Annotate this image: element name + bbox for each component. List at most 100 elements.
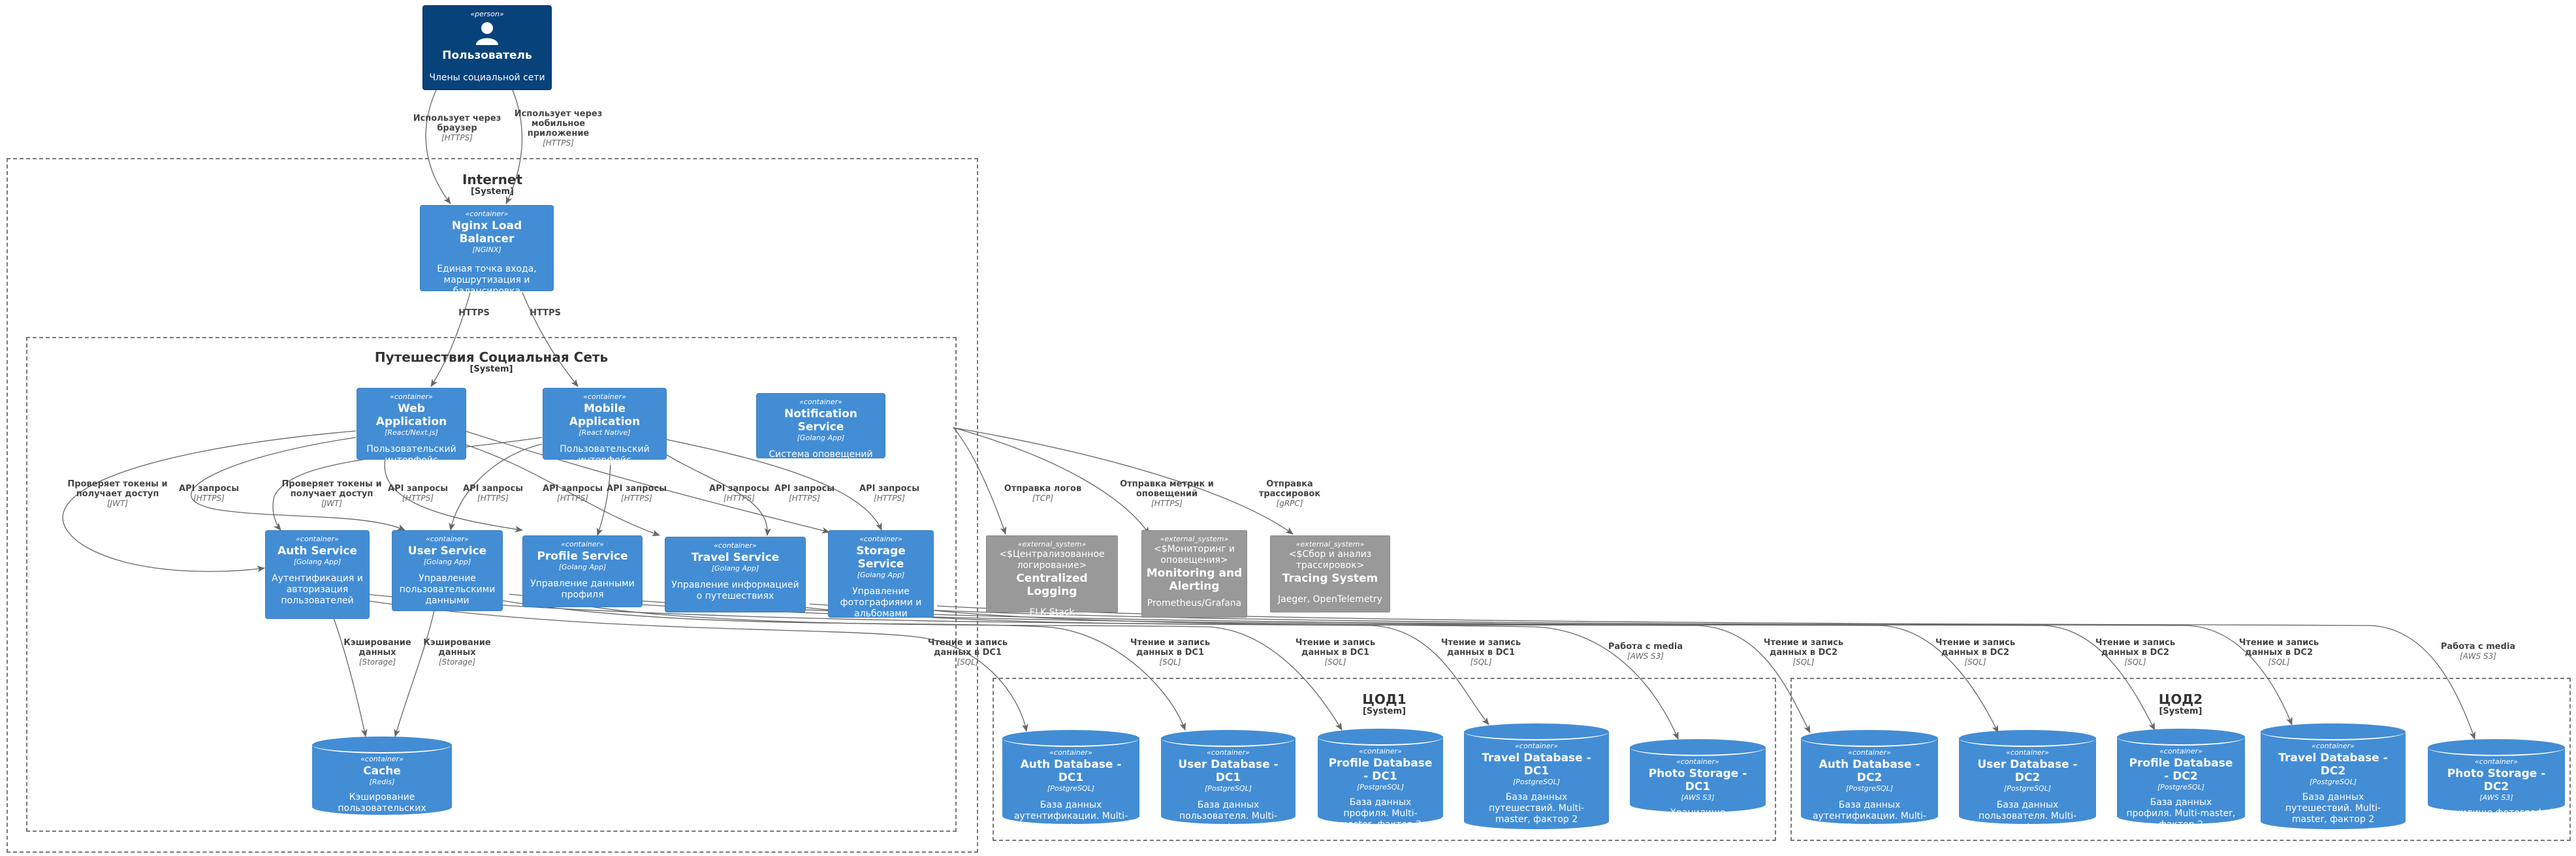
relation-label-text: данных: [358, 648, 396, 658]
database-auth-dc2[interactable]: «container»Auth Database - DC2[PostgreSQ…: [1801, 730, 1938, 832]
container-auth-service[interactable]: «container» Auth Service [Golang App] Ау…: [265, 530, 370, 619]
database-auth-dc1[interactable]: «container»Auth Database - DC1[PostgreSQ…: [1002, 730, 1139, 832]
mobile-stereotype: «container»: [583, 392, 626, 401]
relation-label-text: Использует через: [413, 114, 501, 123]
user-dc1-stereotype: «container»: [1207, 748, 1250, 757]
relation-label-text: Чтение и запись: [2095, 638, 2175, 648]
relation-label-text: Работа с media: [2441, 642, 2515, 652]
database-profile-dc1[interactable]: «container»Profile Database - DC1[Postgr…: [1318, 729, 1443, 830]
container-user-service[interactable]: «container» User Service [Golang App] Уп…: [392, 530, 503, 611]
relation-technology: [HTTPS]: [441, 133, 473, 142]
container-nginx[interactable]: «container» Nginx Load Balancer [NGINX] …: [420, 205, 554, 296]
travel-name: Travel Service: [691, 551, 780, 564]
edge-nginx-to-web: [430, 292, 471, 387]
monitoring-name: Monitoring and Alerting: [1146, 567, 1243, 593]
relation-label-r-web-profile: API запросы[HTTPS]: [388, 484, 448, 503]
nginx-name: Nginx Load Balancer: [451, 219, 522, 246]
relation-technology: [SQL]: [1324, 658, 1346, 667]
auth-description: Аутентификация и авторизация пользовател…: [272, 573, 363, 606]
edge-nginx-to-mobile: [522, 292, 579, 387]
relation-label-r-photo2: Работа с media[AWS S3]: [2441, 642, 2515, 661]
person-description: Члены социальной сети: [429, 72, 545, 83]
container-profile-service[interactable]: «container» Profile Service [Golang App]…: [522, 535, 643, 607]
relation-label-text: трассировок: [1259, 489, 1321, 499]
boundary-travel-subtitle: [System]: [469, 364, 513, 374]
relation-label-text: Чтение и запись: [1296, 638, 1375, 648]
relation-label-r-web-storage: API запросы[HTTPS]: [709, 484, 769, 503]
container-storage-service[interactable]: «container» Storage Service [Golang App]…: [828, 530, 934, 619]
mobile-name: Mobile Application: [569, 402, 641, 428]
travel-dc2-name: Travel Database - DC2: [2278, 752, 2388, 778]
relation-label-text: приложение: [528, 129, 590, 138]
database-cache[interactable]: «container» Cache [Redis] Кэширование по…: [312, 737, 452, 825]
external-monitoring-alerting[interactable]: «external_system» <$Мониторинг и оповеще…: [1141, 530, 1247, 618]
user-dc1-description: База данных пользователя. Multi-master, …: [1179, 800, 1278, 832]
container-mobile-application[interactable]: «container» Mobile Application [React Na…: [543, 388, 667, 466]
relation-technology: [HTTPS]: [874, 494, 905, 503]
edge-auth-to-db1: [366, 600, 1028, 732]
tracing-name: Tracing System: [1282, 572, 1378, 585]
relation-label-text: оповещений: [1136, 489, 1198, 499]
profile-dc1-technology: [PostgreSQL]: [1356, 783, 1405, 791]
person-user[interactable]: «person» Пользователь Члены социальной с…: [422, 5, 552, 90]
edge-profile-to-db1: [574, 603, 1343, 731]
web-stereotype: «container»: [390, 392, 433, 401]
edge-to-monitoring: [953, 427, 1150, 535]
external-centralized-logging[interactable]: «external_system» <$Централизованное лог…: [986, 535, 1118, 618]
database-user-dc2[interactable]: «container»User Database - DC2[PostgreSQ…: [1959, 730, 2096, 832]
relation-technology: [SQL]: [1159, 658, 1181, 667]
profile-stereotype: «container»: [561, 540, 604, 548]
storage-photo-dc1[interactable]: «container»Photo Storage - DC1[AWS S3]Хр…: [1630, 739, 1766, 829]
container-notification-service[interactable]: «container» Notification Service [Golang…: [756, 393, 885, 460]
database-travel-dc1[interactable]: «container»Travel Database - DC1[Postgre…: [1464, 723, 1609, 829]
relation-label-text: данных в DC2: [1770, 648, 1837, 658]
user-technology: [Golang App]: [423, 558, 471, 566]
relation-technology: [HTTPS]: [789, 494, 820, 503]
database-travel-dc2[interactable]: «container»Travel Database - DC2[Postgre…: [2261, 723, 2406, 829]
auth-dc1-technology: [PostgreSQL]: [1047, 784, 1095, 793]
profile-dc1-name: Profile Database - DC1: [1328, 757, 1433, 783]
logging-name: Centralized Logging: [1016, 572, 1088, 598]
external-tracing-system[interactable]: «external_system» <$Сбор и анализ трасси…: [1270, 535, 1390, 612]
relation-technology: [HTTPS]: [1151, 499, 1183, 508]
travel-dc1-description: База данных путешествий. Multi-master, ф…: [1488, 792, 1585, 825]
relation-label-r-logs: Отправка логов[TCP]: [1004, 484, 1081, 503]
person-stereotype: «person»: [470, 10, 504, 18]
tracing-alias: <$Сбор и анализ трассировок>: [1288, 549, 1372, 571]
travel-description: Управление информацией о путешествиях: [671, 580, 799, 601]
relation-technology: [HTTPS]: [193, 494, 225, 503]
auth-dc2-technology: [PostgreSQL]: [1845, 784, 1894, 793]
relation-technology: [HTTPS]: [543, 138, 574, 148]
cache-technology: [Redis]: [369, 778, 395, 786]
relation-label-text: Отправка логов: [1004, 484, 1081, 494]
logging-description: ELK Stack: [1029, 607, 1075, 618]
boundary-internet-subtitle: [System]: [470, 187, 515, 197]
storage-photo-dc2[interactable]: «container»Photo Storage - DC2[AWS S3]Хр…: [2428, 739, 2565, 818]
relation-technology: [SQL]: [1470, 658, 1491, 667]
notification-name: Notification Service: [784, 407, 857, 434]
storage-technology: [Golang App]: [857, 571, 905, 579]
user-dc2-stereotype: «container»: [2006, 748, 2049, 757]
edge-web-to-travel: [463, 443, 660, 536]
profile-dc1-description: База данных профиля. Multi-master, факто…: [1339, 797, 1422, 830]
boundary-travel-social-network: Путешествия Социальная Сеть[System]: [26, 337, 957, 832]
relation-label-r-web-travel: API запросы[HTTPS]: [543, 484, 603, 503]
container-web-application[interactable]: «container» Web Application [React/Next.…: [357, 388, 466, 466]
edge-web-to-profile: [384, 458, 523, 533]
edge-web-to-user: [191, 437, 405, 531]
relation-label-text: Кэширование: [423, 638, 491, 648]
container-travel-service[interactable]: «container» Travel Service [Golang App] …: [665, 537, 806, 612]
web-technology: [React/Next.js]: [385, 428, 438, 437]
edge-web-to-auth: [62, 430, 357, 573]
boundary-dc1-title: ЦОД1: [1362, 691, 1407, 707]
database-profile-dc2[interactable]: «container»Profile Database - DC2[Postgr…: [2117, 729, 2245, 830]
logging-stereotype: «external_system»: [1017, 540, 1087, 548]
database-user-dc1[interactable]: «container»User Database - DC1[PostgreSQ…: [1161, 730, 1296, 832]
